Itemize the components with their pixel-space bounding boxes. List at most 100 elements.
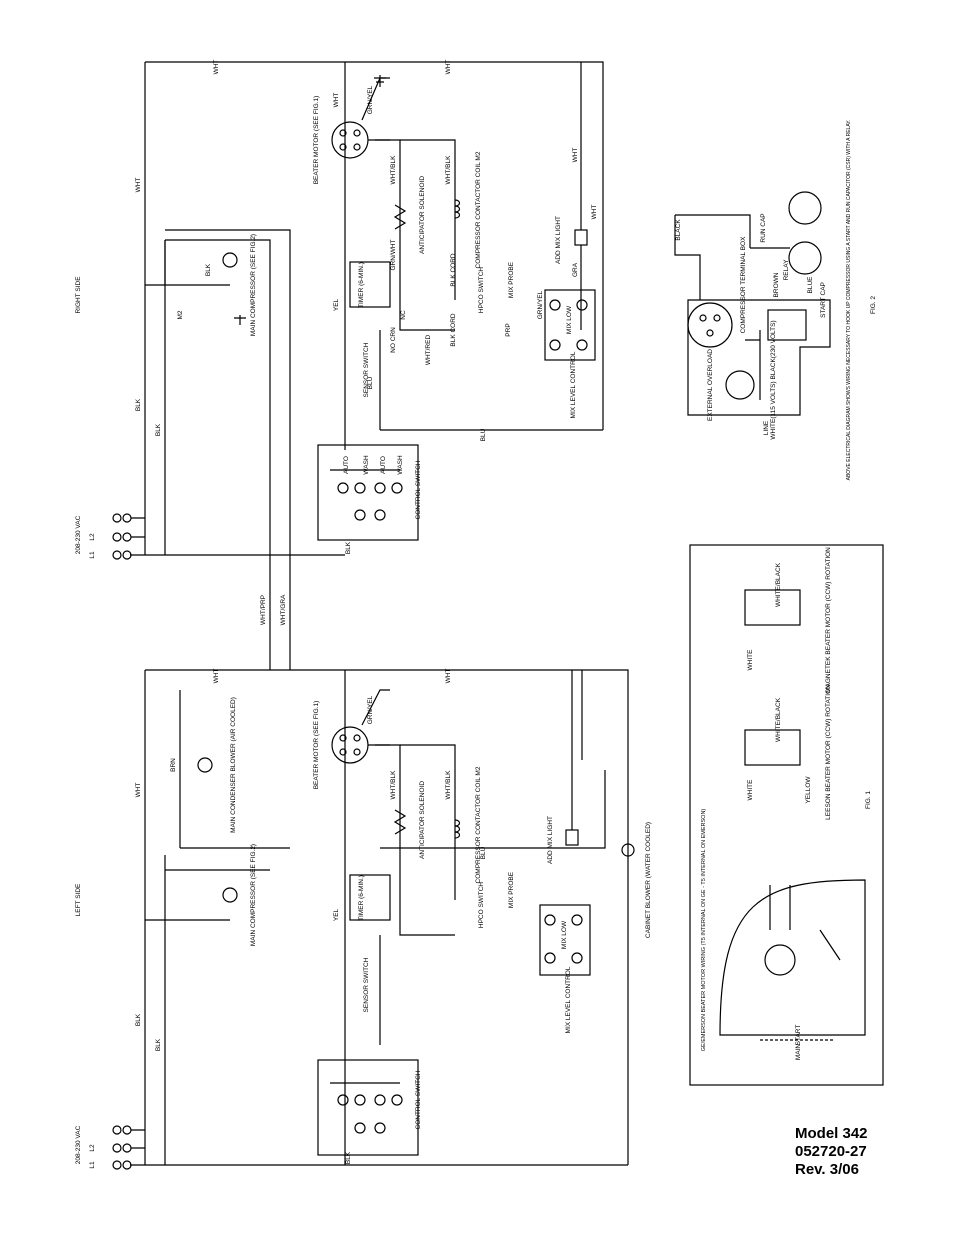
right-timer-box <box>349 261 391 308</box>
left-side-schematic <box>112 669 635 1170</box>
right-blk-inner: BLK <box>155 423 162 436</box>
right-solenoid-zig <box>393 204 407 230</box>
right-compressor: MAIN COMPRESSOR (SEE FIG.2) <box>250 234 257 336</box>
right-mixlevel: MIX LEVEL CONTROL <box>570 351 577 418</box>
left-blu-return <box>380 770 606 849</box>
right-nocrn: NO CRN <box>390 327 397 353</box>
right-blu-label: BLU <box>480 428 487 441</box>
right-pos-4: WASH <box>397 455 404 475</box>
left-mixprobe: MIX PROBE <box>508 871 515 908</box>
left-timer: TIMER (6-MIN.) <box>358 875 365 921</box>
left-side-label: LEFT SIDE <box>75 883 82 916</box>
left-yel: YEL <box>333 908 340 921</box>
left-brn: BRN <box>170 758 177 772</box>
left-beater-motor <box>331 726 369 764</box>
left-condenser: MAIN CONDENSER BLOWER (AIR COOLED) <box>230 697 237 833</box>
right-wht-top-2: WHT <box>445 60 452 75</box>
right-wht-2: WHT <box>572 148 579 163</box>
right-supply-voltage: 208-230 VAC <box>75 515 82 554</box>
right-wht-3: WHT <box>591 205 598 220</box>
right-grnwht: GRN/WHT <box>390 239 397 270</box>
fig2-diagram <box>674 191 831 416</box>
bus-whtgra: WHT/GRA <box>280 594 287 625</box>
left-sensor: SENSOR SWITCH <box>363 957 370 1012</box>
right-side-schematic <box>112 61 604 560</box>
left-compressor: MAIN COMPRESSOR (SEE FIG.2) <box>250 844 257 946</box>
revision: Rev. 3/06 <box>795 1161 859 1178</box>
right-comp-bus-3 <box>165 229 291 555</box>
fig1-main: MAIN <box>795 1044 802 1061</box>
left-timer-box <box>349 874 391 921</box>
right-branch <box>375 139 455 331</box>
left-wht-top-2: WHT <box>445 669 452 684</box>
fig1-label: FIG. 1 <box>865 791 872 809</box>
right-whtred: WHT/RED <box>425 335 432 366</box>
fig1-whtblk: WHITE/BLACK <box>775 562 782 607</box>
right-control-switch-box <box>317 444 419 541</box>
fig1-yellow: YELLOW <box>805 776 812 804</box>
fig1-title: GE/EMERSON BEATER MOTOR WIRING (T5 INTER… <box>701 809 707 1052</box>
right-blk-comp: BLK <box>205 263 212 276</box>
right-blk-left: BLK <box>135 398 142 411</box>
right-pos-2: WASH <box>363 455 370 475</box>
fig2-outline <box>687 299 831 416</box>
left-contactor: COMPRESSOR CONTACTOR COIL M2 <box>475 766 482 883</box>
right-blu: BLU <box>367 376 374 389</box>
right-frame-top <box>145 61 604 430</box>
right-label-l1: L1 <box>89 551 96 559</box>
fig2-startcap: START CAP <box>820 282 827 318</box>
left-cabinet-blower: CABINET BLOWER (WATER COOLED) <box>645 822 652 938</box>
left-blk-bottom: BLK <box>345 1151 352 1164</box>
right-grnyel: GRN/YEL <box>367 85 374 114</box>
right-mixprobe: MIX PROBE <box>508 261 515 298</box>
left-wht-left: WHT <box>135 783 142 798</box>
left-condenser-motor <box>197 757 213 773</box>
right-m2: M2 <box>177 310 184 319</box>
right-whtblk-1: WHT/BLK <box>390 155 397 185</box>
left-compressor-motor <box>222 887 238 903</box>
fig2-overload: EXTERNAL OVERLOAD <box>707 349 714 421</box>
fig1-frame <box>689 544 884 1086</box>
left-mixlevel: MIX LEVEL CONTROL <box>565 966 572 1033</box>
left-blk-inner: BLK <box>155 1038 162 1051</box>
fig1-white-2: WHITE <box>747 779 754 801</box>
right-blkcord-2: BLK CORD <box>450 313 457 347</box>
fig2-label: FIG. 2 <box>870 296 877 314</box>
left-control-switch-box <box>317 1059 419 1156</box>
left-beater: BEATER MOTOR (SEE FIG.1) <box>313 701 320 790</box>
fig1-whtblk-2: WHITE/BLACK <box>775 697 782 742</box>
fig2-runcap: RUN CAP <box>760 213 767 242</box>
right-coil <box>454 199 461 219</box>
right-branch-2 <box>400 139 456 300</box>
right-control-switch: CONTROL SWITCH <box>415 460 422 519</box>
left-hpco: HPCO SWITCH <box>478 882 485 929</box>
left-add-mix-light <box>565 829 579 846</box>
model-number: Model 342 <box>795 1125 868 1142</box>
right-timer: TIMER (6-MIN.) <box>358 262 365 308</box>
fig1-magnetek: MAGNETEK BEATER MOTOR (CCW) ROTATION <box>825 547 832 693</box>
left-whtblk-1: WHT/BLK <box>390 770 397 800</box>
right-blkcord: BLK CORD <box>450 253 457 287</box>
fig1-start: START <box>795 1025 802 1046</box>
left-cabinet-blower <box>621 843 635 857</box>
fig2-black: BLACK <box>675 219 682 241</box>
left-blk-left: BLK <box>135 1013 142 1026</box>
fig1-white-1: WHITE <box>747 649 754 671</box>
right-mixlow: MIX LOW <box>566 305 573 334</box>
right-add-mix-light <box>574 229 588 246</box>
left-addmix: ADD MIX LIGHT <box>547 816 554 864</box>
fig2-terminal: COMPRESSOR TERMINAL BOX <box>740 236 747 333</box>
right-gra: GRA <box>572 262 579 277</box>
left-grnyel: GRN/YEL <box>367 695 374 724</box>
fig2-relay: RELAY <box>783 259 790 280</box>
right-yel-label: YEL <box>333 298 340 311</box>
left-label-l1: L1 <box>89 1161 96 1169</box>
right-grnyel-2: GRN/YEL <box>537 290 544 319</box>
right-blk-bottom: BLK <box>345 541 352 554</box>
left-mix-control-box <box>539 904 591 976</box>
fig1-diagram <box>689 544 884 1086</box>
left-solenoid: ANTICIPATOR SOLENOID <box>419 781 426 859</box>
left-blu: BLU <box>480 846 487 859</box>
right-side-label: RIGHT SIDE <box>75 276 82 314</box>
